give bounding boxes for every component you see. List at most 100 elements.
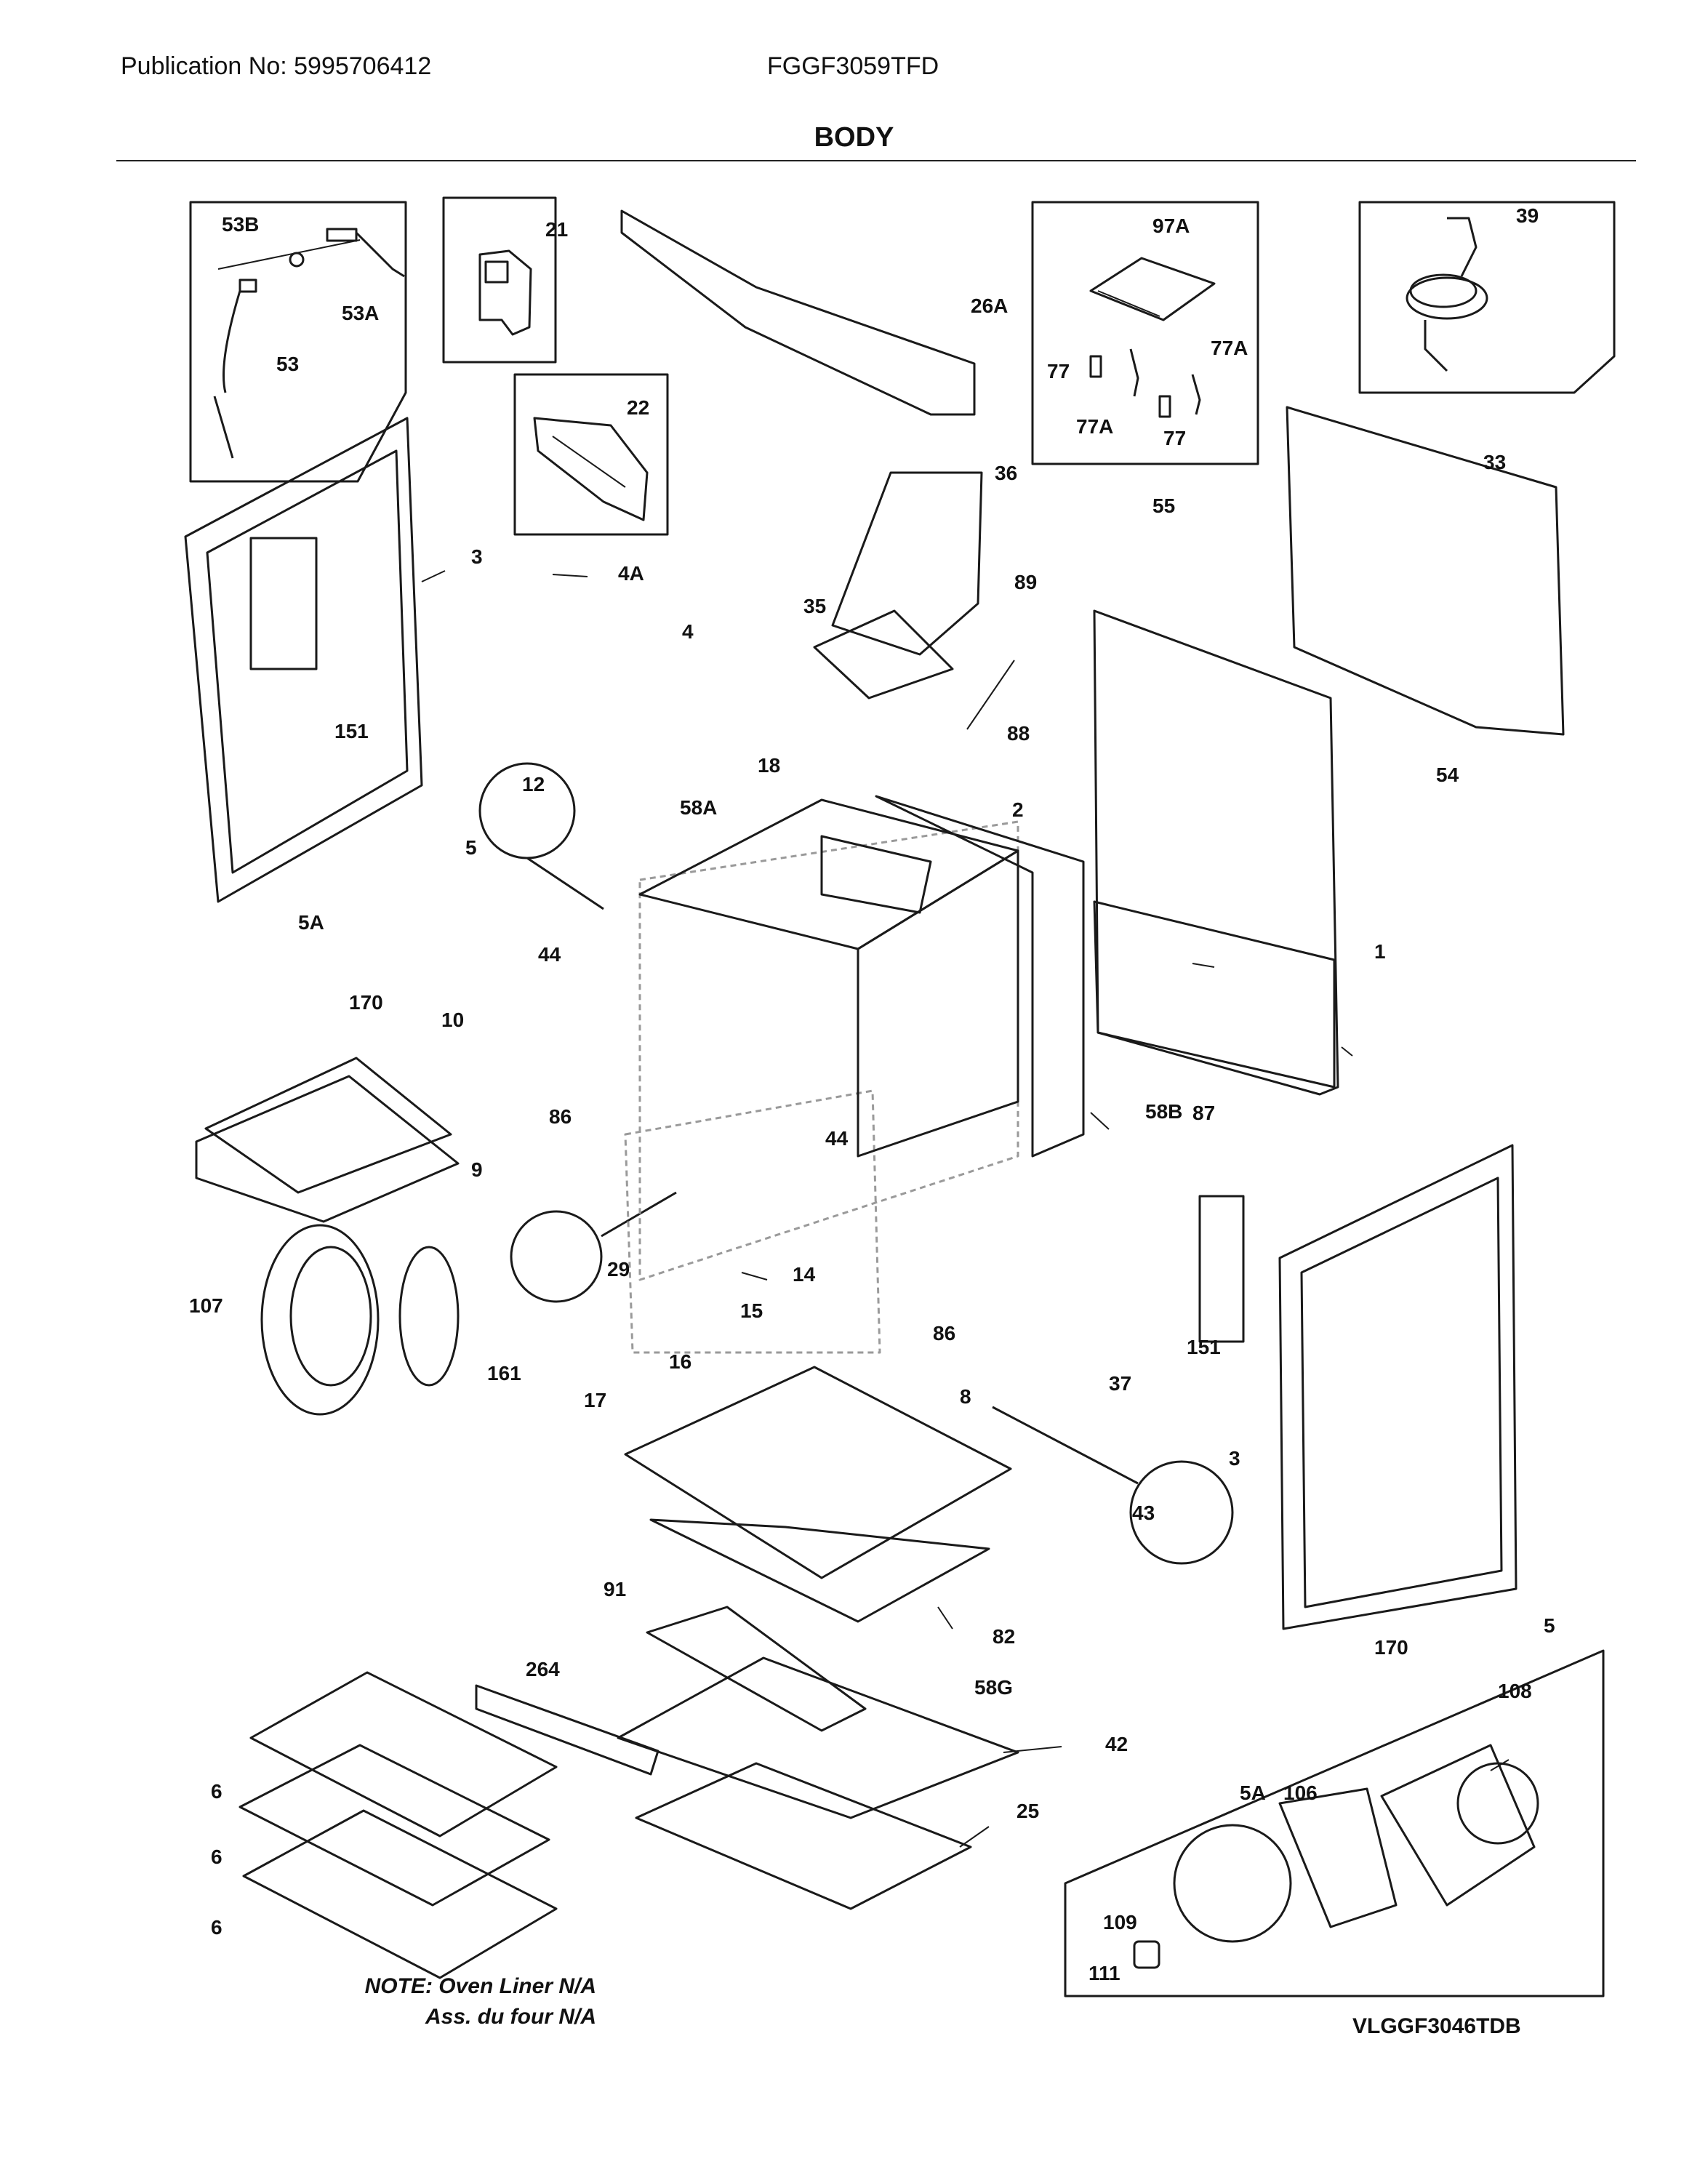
callout-109: 109 [1103, 1911, 1137, 1933]
callout-89: 89 [1014, 571, 1037, 593]
callout-15: 15 [740, 1299, 763, 1322]
leader-lines [421, 570, 1509, 1848]
callout-9: 9 [471, 1158, 483, 1181]
callout-6: 6 [211, 1846, 222, 1868]
pan-25 [635, 1762, 972, 1910]
callout-55: 55 [1152, 494, 1175, 517]
callout-1: 1 [1374, 940, 1386, 963]
callout-151: 151 [1187, 1336, 1221, 1358]
callout-53A: 53A [342, 302, 379, 324]
note-oven-liner: NOTE: Oven Liner N/A [364, 1974, 596, 1998]
callout-33: 33 [1483, 451, 1506, 473]
callout-29: 29 [607, 1258, 630, 1281]
callout-6: 6 [211, 1916, 222, 1939]
convection-fan-cover [260, 1224, 380, 1416]
back-panel [1093, 406, 1565, 1096]
callout-21: 21 [545, 218, 568, 241]
callout-87: 87 [1192, 1102, 1215, 1124]
callout-12: 12 [522, 773, 545, 796]
callout-5A: 5A [1240, 1782, 1266, 1804]
callout-54: 54 [1436, 764, 1459, 786]
callout-5A: 5A [298, 911, 324, 934]
oven-insulation [638, 795, 1085, 1158]
detail-box-fan [1064, 1649, 1605, 1997]
callout-53: 53 [276, 353, 299, 375]
callout-42: 42 [1105, 1733, 1128, 1755]
callout-58G: 58G [974, 1676, 1013, 1699]
callout-264: 264 [526, 1658, 560, 1680]
callout-2: 2 [1012, 798, 1024, 821]
callout-77: 77 [1163, 427, 1186, 449]
callout-22: 22 [627, 396, 649, 419]
callout-44: 44 [825, 1127, 849, 1150]
oven-bottom-8 [624, 1366, 1012, 1579]
callout-58B: 58B [1145, 1100, 1182, 1123]
callout-86: 86 [933, 1322, 955, 1345]
note-oven-liner-fr: Ass. du four N/A [425, 2005, 596, 2029]
callout-88: 88 [1007, 722, 1030, 745]
callout-97A: 97A [1152, 215, 1190, 237]
callout-5: 5 [465, 836, 477, 859]
broil-drawer [195, 1057, 460, 1223]
callout-170: 170 [1374, 1636, 1408, 1659]
callout-18: 18 [758, 754, 780, 777]
callout-5: 5 [1544, 1614, 1555, 1637]
callout-44: 44 [538, 943, 561, 966]
callout-106: 106 [1283, 1782, 1318, 1804]
side-panel-right [1198, 1144, 1517, 1630]
callout-10: 10 [441, 1009, 464, 1031]
header-divider [116, 160, 1636, 161]
callout-91: 91 [604, 1578, 626, 1600]
detail-box-probe [189, 201, 407, 483]
callout-8: 8 [960, 1385, 971, 1408]
callout-111: 111 [1088, 1962, 1120, 1984]
frame-42 [617, 1606, 1019, 1819]
callout-36: 36 [995, 462, 1017, 484]
callout-43: 43 [1132, 1502, 1155, 1524]
callout-58A: 58A [680, 796, 717, 819]
callout-86: 86 [549, 1105, 572, 1128]
detail-box-21 [442, 196, 557, 364]
callout-161: 161 [487, 1362, 521, 1384]
callout-53B: 53B [222, 213, 259, 236]
callout-16: 16 [669, 1350, 691, 1373]
model-number: FGGF3059TFD [767, 52, 939, 80]
oven-racks [238, 1671, 659, 1979]
callout-3: 3 [471, 545, 483, 568]
bracket-26A [620, 209, 976, 416]
callout-26A: 26A [971, 294, 1008, 317]
detail-box-97A [1031, 201, 1259, 465]
drawing-reference: VLGGF3046TDB [1352, 2014, 1521, 2038]
callout-82: 82 [993, 1625, 1015, 1648]
oven-cavity [624, 820, 1019, 1354]
publication-number: Publication No: 5995706412 [121, 52, 432, 80]
callout-108: 108 [1498, 1680, 1532, 1702]
callout-25: 25 [1017, 1800, 1039, 1822]
callout-77A: 77A [1076, 415, 1113, 438]
callout-35: 35 [803, 595, 826, 617]
side-panel-left [184, 417, 423, 903]
callout-107: 107 [189, 1294, 223, 1317]
section-title: BODY [814, 122, 894, 153]
detail-box-39 [1358, 201, 1616, 394]
callout-4: 4 [682, 620, 694, 643]
burner-82 [649, 1518, 990, 1623]
detail-circles [478, 762, 1234, 1565]
callout-6: 6 [211, 1780, 222, 1803]
callout-37: 37 [1109, 1372, 1131, 1395]
callout-77A: 77A [1211, 337, 1248, 359]
heat-shield-35 [813, 609, 954, 700]
burner-cover-36 [831, 471, 983, 656]
callout-170: 170 [349, 991, 383, 1014]
callout-3: 3 [1229, 1447, 1240, 1470]
callout-151: 151 [334, 720, 369, 742]
callout-39: 39 [1516, 204, 1539, 227]
callout-17: 17 [584, 1389, 606, 1411]
detail-box-22 [513, 373, 669, 536]
broil-element [398, 1246, 460, 1387]
callout-4A: 4A [618, 562, 644, 585]
callout-14: 14 [793, 1263, 816, 1286]
callout-77: 77 [1047, 360, 1070, 382]
